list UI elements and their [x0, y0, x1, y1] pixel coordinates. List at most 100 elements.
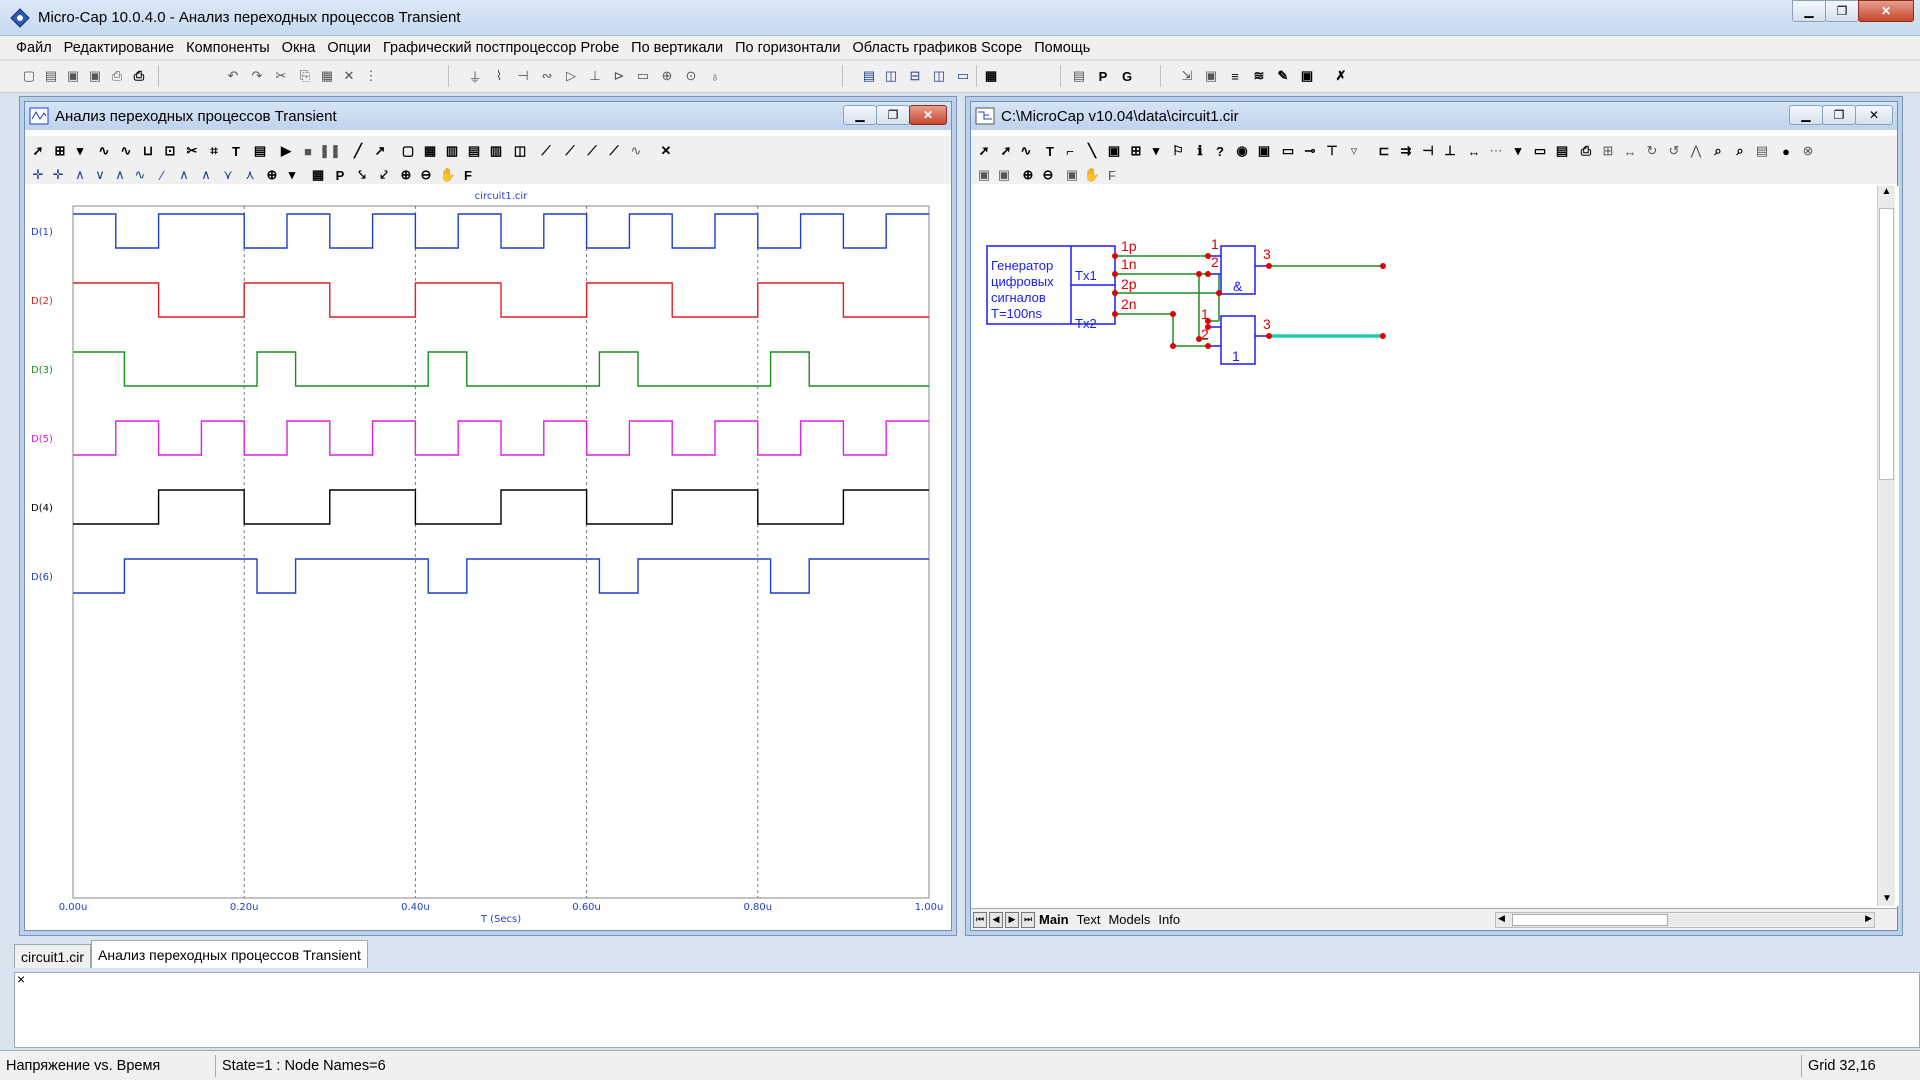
- xy-plot-icon[interactable]: ✗: [1335, 68, 1347, 83]
- wave-icon[interactable]: ∿: [630, 143, 642, 158]
- dropdown-arrow-icon[interactable]: ▾: [1514, 143, 1522, 158]
- horizontal-scrollbar[interactable]: ◀ ▶: [1495, 911, 1875, 928]
- rotate-ccw-icon[interactable]: ↺: [1668, 143, 1680, 158]
- bus-icon[interactable]: ▣: [1107, 143, 1121, 158]
- transient-close-button[interactable]: ✕: [909, 105, 947, 125]
- peak-icon[interactable]: ⟋: [609, 143, 619, 158]
- window-list-icon[interactable]: ▭: [956, 68, 970, 83]
- inflection-icon[interactable]: ∕: [160, 167, 164, 183]
- page-icon[interactable]: ▭: [1533, 143, 1547, 158]
- node-icon[interactable]: ⊤: [1326, 143, 1338, 158]
- grid4-icon[interactable]: ▥: [489, 143, 503, 158]
- cancel-icon[interactable]: ⊗: [1802, 143, 1814, 158]
- resistor-icon[interactable]: ⌇: [495, 68, 503, 83]
- dropdown-arrow-icon[interactable]: ▾: [1152, 143, 1160, 158]
- select-arrow-icon[interactable]: ➚: [32, 143, 44, 158]
- sheet-icon[interactable]: ▤: [1555, 143, 1569, 158]
- output-close-icon[interactable]: ×: [17, 971, 26, 987]
- font-f-icon[interactable]: F: [464, 167, 472, 183]
- pointer-icon[interactable]: ➚: [1000, 143, 1012, 158]
- menu-file[interactable]: Файл: [16, 39, 52, 56]
- component-copy-icon[interactable]: ▣: [977, 167, 991, 182]
- dropdown-arrow-icon[interactable]: ▾: [288, 167, 296, 182]
- prev-point-icon[interactable]: ⤦: [380, 167, 388, 182]
- vertical-scrollbar[interactable]: ▲ ▼: [1877, 186, 1895, 906]
- grid2-icon[interactable]: ▥: [445, 143, 459, 158]
- flip-icon[interactable]: ↔: [1623, 143, 1637, 159]
- mirror-icon[interactable]: ⊞: [1602, 143, 1614, 158]
- probe-g-icon[interactable]: G: [1121, 68, 1133, 84]
- h-scroll-right-arrow[interactable]: ▶: [1865, 912, 1872, 923]
- dot-grid-icon[interactable]: ⋯: [1489, 143, 1503, 158]
- menu-vertical[interactable]: По вертикали: [631, 39, 724, 56]
- text-list-icon[interactable]: ≡: [1231, 68, 1239, 84]
- run-icon[interactable]: ▶: [281, 143, 291, 158]
- h-scroll-left-arrow[interactable]: ◀: [1498, 912, 1505, 923]
- cursor-right-icon[interactable]: ✛: [52, 167, 64, 182]
- tab-info[interactable]: Info: [1158, 912, 1181, 927]
- probe-p-icon[interactable]: P: [1098, 68, 1108, 84]
- maximize-button[interactable]: ❐: [1825, 0, 1859, 22]
- scissors-icon[interactable]: ✂: [186, 143, 198, 158]
- delete-icon[interactable]: ✕: [343, 68, 355, 83]
- zoom-out-icon[interactable]: ⊖: [420, 167, 432, 182]
- menu-options[interactable]: Опции: [327, 39, 372, 56]
- switch-icon[interactable]: ♁: [710, 68, 720, 84]
- component-edit-icon[interactable]: ⇲: [1181, 68, 1193, 83]
- zoom-in-icon[interactable]: ⊕: [1022, 167, 1034, 182]
- wire-icon[interactable]: ∿: [1020, 143, 1032, 158]
- logic-icon[interactable]: ⊏: [1378, 143, 1390, 158]
- menu-probe[interactable]: Графический постпроцессор Probe: [383, 39, 620, 56]
- or-gate[interactable]: [1220, 315, 1256, 365]
- doc-tab-transient[interactable]: Анализ переходных процессов Transient: [91, 940, 368, 968]
- schematic-restore-button[interactable]: ❐: [1822, 105, 1856, 125]
- minimize-button[interactable]: ▁: [1792, 0, 1826, 22]
- calculator-icon[interactable]: ▦: [984, 68, 998, 83]
- scale-icon[interactable]: ⊞: [54, 143, 66, 158]
- paste-icon[interactable]: ▦: [320, 68, 334, 83]
- line-icon[interactable]: ╱: [354, 143, 362, 158]
- find-icon[interactable]: ▣: [1204, 68, 1218, 83]
- last-page-icon[interactable]: ⏭: [1021, 911, 1035, 928]
- font-f-icon[interactable]: F: [1108, 167, 1116, 183]
- battery-icon[interactable]: ⊥: [589, 68, 601, 83]
- help-icon[interactable]: ?: [1216, 143, 1224, 159]
- scale-text-icon[interactable]: ⊡: [164, 143, 176, 158]
- npn-icon[interactable]: ⊳: [613, 68, 625, 83]
- properties-icon[interactable]: ▤: [253, 143, 267, 158]
- diagonal-wire-icon[interactable]: ╲: [1088, 143, 1096, 158]
- delete-plot-icon[interactable]: ✕: [660, 143, 672, 158]
- cursor-icon[interactable]: ⟋: [541, 143, 551, 158]
- grid3-icon[interactable]: ▤: [467, 143, 481, 158]
- inductor-icon[interactable]: ∾: [541, 68, 553, 83]
- prev-page-icon[interactable]: ◀: [989, 911, 1003, 928]
- next-page-icon[interactable]: ▶: [1005, 911, 1019, 928]
- source-icon[interactable]: ⊕: [661, 68, 673, 83]
- global-high-icon[interactable]: ∧: [179, 167, 189, 182]
- find-binoculars-icon[interactable]: ⌕: [1714, 143, 1722, 158]
- save-all-icon[interactable]: ▣: [88, 68, 102, 83]
- menu-help[interactable]: Помощь: [1034, 39, 1091, 56]
- frame-icon[interactable]: ▢: [401, 143, 415, 158]
- table-icon[interactable]: ▦: [311, 167, 325, 182]
- palette-icon[interactable]: ▣: [1257, 143, 1271, 158]
- menu-edit[interactable]: Редактирование: [63, 39, 175, 56]
- slope-icon[interactable]: ⟋: [587, 143, 597, 158]
- document-icon[interactable]: ▤: [1755, 143, 1769, 158]
- tangent-icon[interactable]: ⟋: [565, 143, 575, 158]
- high-icon[interactable]: ∧: [115, 167, 125, 182]
- top-icon[interactable]: ⋎: [223, 167, 233, 182]
- close-button[interactable]: ✕: [1858, 0, 1914, 22]
- menu-scope[interactable]: Область графиков Scope: [852, 39, 1023, 56]
- cursor-left-icon[interactable]: ✛: [32, 167, 44, 182]
- text-t-icon[interactable]: T: [232, 143, 240, 159]
- copy-icon[interactable]: ⎘: [299, 68, 311, 83]
- camera-icon[interactable]: ▣: [1065, 167, 1079, 182]
- text-t-icon[interactable]: T: [1046, 143, 1054, 159]
- bottom-icon[interactable]: ⋏: [245, 167, 255, 182]
- probe-node-icon[interactable]: ▿: [1350, 143, 1358, 158]
- flag-icon[interactable]: ⚐: [1172, 143, 1184, 158]
- tab-text[interactable]: Text: [1076, 912, 1101, 927]
- menu-windows[interactable]: Окна: [281, 39, 316, 56]
